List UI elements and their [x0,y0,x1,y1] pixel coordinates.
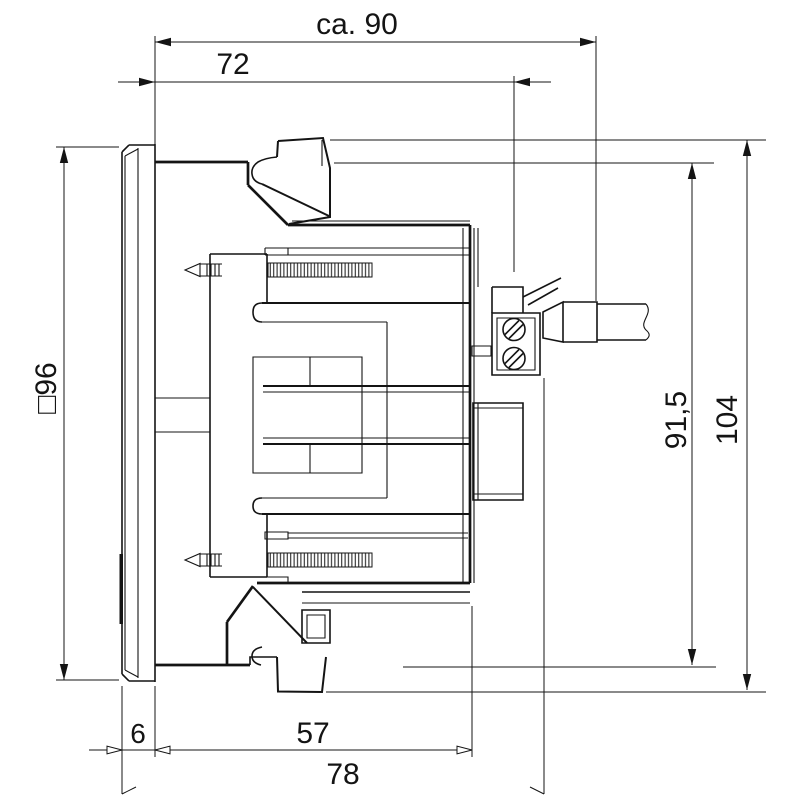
dimension-height-total: 104 [326,139,766,693]
mounting-bracket-plate [209,253,289,584]
terminal-block-lower [472,402,524,501]
dimension-depth-incl-terminals: 78 [121,378,545,795]
panel-clamp-bottom [251,586,331,694]
wire-release-lever [522,277,562,306]
front-bezel [119,144,156,682]
label-depth-total: ca. 90 [316,8,398,41]
dimension-front-frame-size: □96 [30,146,119,681]
label-front-frame-depth: 6 [130,718,146,749]
dimension-depth-behind-panel: 72 [118,48,551,272]
terminal-screw-1 [502,317,526,342]
inner-module [252,302,470,515]
label-case-depth: 57 [296,717,329,750]
terminal-block-upper [471,277,562,376]
bezel-seal-mark [119,554,123,624]
label-height-total: 104 [711,395,744,445]
label-depth-incl-terminals: 78 [326,758,359,791]
terminal-screw-2 [502,346,526,371]
cable-connector-body [563,301,598,343]
dimension-depth-total: ca. 90 [154,8,597,301]
label-depth-behind-panel: 72 [216,48,249,81]
cable-break-symbol [643,303,650,341]
case-body [155,160,479,667]
label-height-inner: 91,5 [660,391,693,449]
dimension-height-inner: 91,5 [334,162,716,668]
mounting-screw-top [183,262,373,278]
mounting-screw-bottom [183,552,373,568]
cable-assembly [542,300,650,343]
label-front-frame-size: □96 [30,362,63,414]
dimension-bottom-row: 6 57 [89,606,473,794]
cable-strain-relief [542,300,564,343]
panel-clamp-top [251,136,331,225]
